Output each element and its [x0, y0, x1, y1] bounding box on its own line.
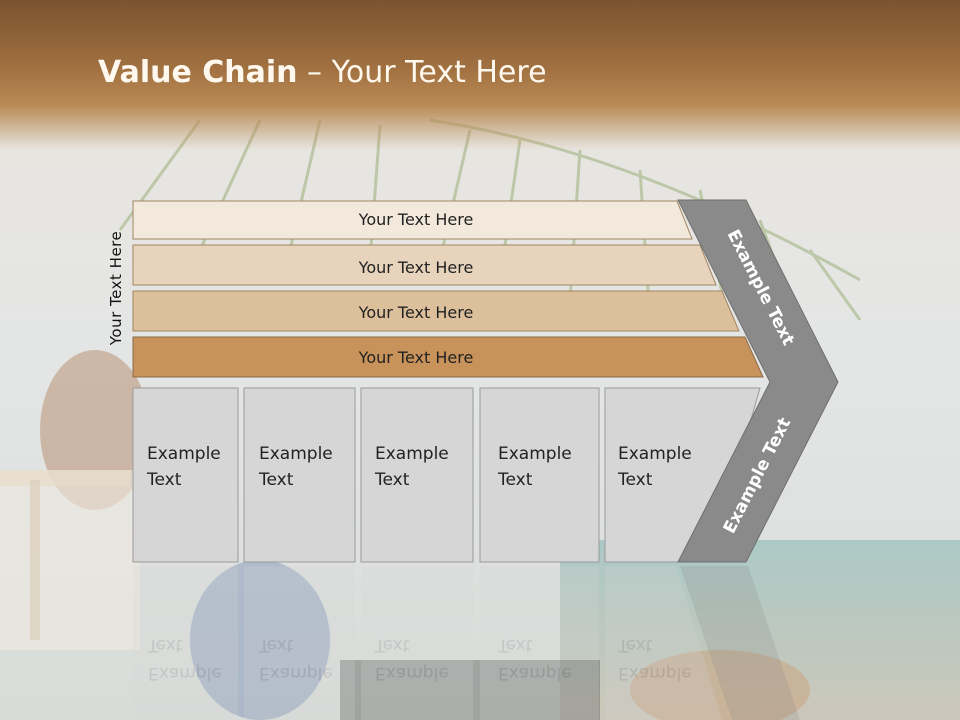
box-2: [243, 387, 356, 563]
box-reflection-text: Example: [148, 663, 222, 683]
chevron-arrow: [677, 199, 839, 563]
bar-2: [132, 244, 717, 286]
box-5-line2: Text: [617, 470, 653, 490]
box-reflection-text: Text: [497, 635, 533, 655]
box-1-line2: Text: [146, 470, 182, 490]
bar-3: [132, 290, 740, 332]
box-reflection: [361, 566, 473, 720]
box-reflection-text: Example: [259, 663, 333, 683]
box-reflection-text: Text: [374, 635, 410, 655]
box-4: [479, 387, 600, 563]
title-band: [0, 0, 960, 150]
box-5-line1: Example: [618, 444, 692, 464]
box-3-line1: Example: [375, 444, 449, 464]
box-2-line1: Example: [259, 444, 333, 464]
bar-1: [132, 200, 693, 240]
box-reflection-text: Text: [147, 635, 183, 655]
bar-4: [132, 336, 764, 378]
chevron-reflection: [680, 566, 800, 720]
bar-1-label: Your Text Here: [358, 210, 474, 229]
box-reflection-text: Example: [375, 663, 449, 683]
box-3-line2: Text: [374, 470, 410, 490]
box-reflection-text: Example: [618, 663, 692, 683]
boxes-group: Example Text Example Text Example Text E…: [132, 387, 761, 563]
bar-3-label: Your Text Here: [358, 303, 474, 322]
title-bold: Value Chain: [98, 55, 298, 90]
box-reflection: [605, 566, 722, 720]
box-1: [132, 387, 239, 563]
box-reflection: [133, 566, 238, 720]
diagram-reflection: Text Example Text Example Text Example T…: [133, 566, 800, 720]
box-reflection: [244, 566, 355, 720]
title-rest: – Your Text Here: [297, 55, 547, 90]
slide-title: Value Chain – Your Text Here: [98, 55, 547, 90]
box-1-line1: Example: [147, 444, 221, 464]
box-reflection: [480, 566, 599, 720]
bars-group: Your Text Here Your Text Here Your Text …: [132, 200, 764, 378]
box-4-line2: Text: [497, 470, 533, 490]
bar-2-label: Your Text Here: [358, 258, 474, 277]
box-3: [360, 387, 474, 563]
box-reflection-text: Text: [258, 635, 294, 655]
box-4-line1: Example: [498, 444, 572, 464]
bar-4-label: Your Text Here: [358, 348, 474, 367]
box-reflection-text: Text: [617, 635, 653, 655]
box-2-line2: Text: [258, 470, 294, 490]
box-reflection-text: Example: [498, 663, 572, 683]
